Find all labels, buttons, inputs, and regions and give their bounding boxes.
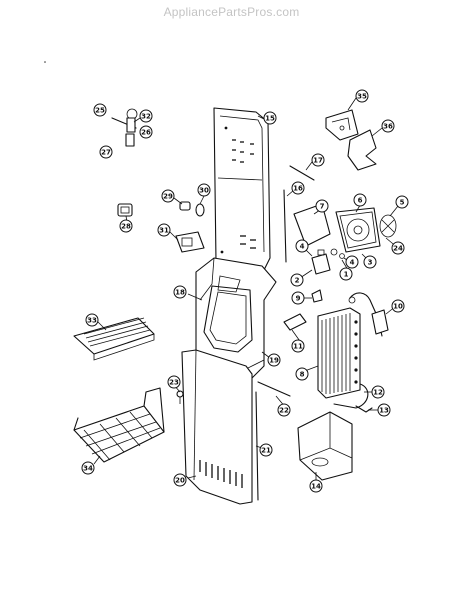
- svg-text:26: 26: [141, 129, 151, 137]
- callout-13: 13: [377, 403, 391, 417]
- callout-4: 4: [295, 239, 309, 253]
- svg-text:2: 2: [295, 277, 300, 285]
- svg-text:25: 25: [95, 107, 105, 115]
- small-clip: [311, 289, 323, 303]
- callout-34: 34: [81, 461, 95, 475]
- callout-8: 8: [295, 367, 309, 381]
- callout-32: 32: [139, 109, 153, 123]
- callout-15: 15: [263, 111, 277, 125]
- svg-text:31: 31: [159, 227, 169, 235]
- wire-bracket: [347, 129, 377, 171]
- upper-back-panel: [213, 107, 271, 275]
- callout-11: 11: [291, 339, 305, 353]
- callout-29: 29: [161, 189, 175, 203]
- svg-text:10: 10: [393, 303, 403, 311]
- svg-text:18: 18: [175, 289, 185, 297]
- light-socket: [179, 201, 205, 217]
- svg-text:32: 32: [141, 113, 151, 121]
- callout-18: 18: [173, 285, 187, 299]
- fan-blade: [379, 214, 397, 238]
- svg-text:11: 11: [293, 343, 303, 351]
- svg-text:29: 29: [163, 193, 173, 201]
- svg-text:28: 28: [121, 223, 131, 231]
- callout-26: 26: [139, 125, 153, 139]
- shaft-assembly: [111, 108, 141, 147]
- callout-17: 17: [311, 153, 325, 167]
- svg-text:16: 16: [293, 185, 303, 193]
- callout-35: 35: [355, 89, 369, 103]
- wire-harness: [348, 292, 389, 337]
- callout-23: 23: [167, 375, 181, 389]
- svg-text:14: 14: [311, 483, 321, 491]
- callout-24: 24: [391, 241, 405, 255]
- svg-text:4: 4: [300, 243, 305, 251]
- watermark: AppliancePartsPros.com: [163, 5, 300, 19]
- svg-text:4: 4: [350, 259, 355, 267]
- callout-27: 27: [99, 145, 113, 159]
- callout-6: 6: [353, 193, 367, 207]
- svg-text:9: 9: [296, 295, 301, 303]
- callout-31: 31: [157, 223, 171, 237]
- svg-text:24: 24: [393, 245, 403, 253]
- drain-pan: [297, 411, 353, 481]
- callout-4b: 4: [345, 255, 359, 269]
- lower-door-panel: [181, 349, 253, 505]
- drip-tray-grille: [73, 317, 155, 361]
- svg-text:8: 8: [300, 371, 305, 379]
- svg-text:17: 17: [313, 157, 323, 165]
- callout-1: 1: [339, 267, 353, 281]
- svg-text:1: 1: [344, 271, 349, 279]
- callout-19: 19: [267, 353, 281, 367]
- wire-shelf: [73, 387, 165, 463]
- svg-text:15: 15: [265, 115, 275, 123]
- dispenser-housing: [195, 257, 277, 383]
- svg-text:13: 13: [379, 407, 389, 415]
- callout-28: 28: [119, 219, 133, 233]
- svg-text:3: 3: [368, 259, 373, 267]
- insulation-pad: [293, 203, 331, 247]
- evaporator-coil: [317, 307, 369, 409]
- svg-text:34: 34: [83, 465, 93, 473]
- callout-3: 3: [363, 255, 377, 269]
- svg-text:7: 7: [320, 203, 325, 211]
- svg-text:5: 5: [400, 199, 405, 207]
- svg-text:12: 12: [373, 389, 383, 397]
- callout-22: 22: [277, 403, 291, 417]
- callout-20: 20: [173, 473, 187, 487]
- callout-9: 9: [291, 291, 305, 305]
- callout-16: 16: [291, 181, 305, 195]
- callout-10: 10: [391, 299, 405, 313]
- svg-text:35: 35: [357, 93, 367, 101]
- mounting-bracket: [325, 109, 359, 141]
- callout-7: 7: [315, 199, 329, 213]
- svg-text:23: 23: [169, 379, 179, 387]
- dispenser-switch: [175, 231, 205, 253]
- svg-text:27: 27: [101, 149, 111, 157]
- svg-text:19: 19: [269, 357, 279, 365]
- drain-tube: [355, 405, 373, 413]
- callout-36: 36: [381, 119, 395, 133]
- callout-5: 5: [395, 195, 409, 209]
- callout-30: 30: [197, 183, 211, 197]
- callout-14: 14: [309, 479, 323, 493]
- svg-text:6: 6: [358, 197, 363, 205]
- fan-motor: [311, 248, 345, 275]
- svg-text:36: 36: [383, 123, 393, 131]
- light-shield: [283, 313, 307, 331]
- callout-2: 2: [290, 273, 304, 287]
- callout-12: 12: [371, 385, 385, 399]
- callout-21: 21: [259, 443, 273, 457]
- switch-cover: [117, 203, 133, 217]
- svg-text:20: 20: [175, 477, 185, 485]
- screw: [176, 390, 184, 404]
- svg-text:30: 30: [199, 187, 209, 195]
- svg-text:33: 33: [87, 317, 97, 325]
- fan-shroud: [335, 207, 381, 253]
- svg-text:21: 21: [261, 447, 271, 455]
- svg-text:22: 22: [279, 407, 289, 415]
- callout-33: 33: [85, 313, 99, 327]
- callout-25: 25: [93, 103, 107, 117]
